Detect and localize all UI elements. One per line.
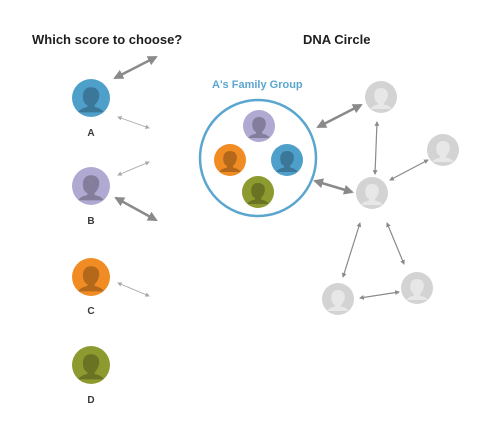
dna-member-hub xyxy=(356,177,388,209)
person-b-label: B xyxy=(87,216,95,227)
arrow-b-weak xyxy=(117,161,150,176)
link-group-top xyxy=(316,103,363,129)
person-d-label: D xyxy=(87,395,95,406)
arrow-b-strong xyxy=(114,196,158,222)
group-member-d xyxy=(242,176,274,208)
link-hub-bottomright xyxy=(386,222,405,265)
person-c xyxy=(72,258,110,296)
person-a xyxy=(72,79,110,117)
link-hub-right xyxy=(389,159,429,181)
right-heading: DNA Circle xyxy=(303,32,371,47)
link-hub-bottomleft xyxy=(341,222,362,278)
link-top-hub xyxy=(372,121,380,175)
comparison-arrows xyxy=(113,55,158,297)
left-heading: Which score to choose? xyxy=(32,32,183,47)
person-c-label: C xyxy=(87,306,95,317)
dna-member-bottomright xyxy=(401,272,433,304)
link-group-hub xyxy=(313,178,354,195)
arrow-a-weak xyxy=(117,116,150,129)
family-group-title: A's Family Group xyxy=(212,79,303,91)
group-member-b xyxy=(243,110,275,142)
group-member-a xyxy=(271,144,303,176)
person-d xyxy=(72,346,110,384)
family-group-ring xyxy=(198,98,318,218)
person-b xyxy=(72,167,110,205)
dna-member-top xyxy=(365,81,397,113)
link-bottomleft-bottomright xyxy=(359,290,400,300)
arrow-c-weak xyxy=(117,282,150,297)
arrow-a-strong xyxy=(113,55,158,80)
dna-member-right xyxy=(427,134,459,166)
group-member-c xyxy=(214,144,246,176)
person-a-label: A xyxy=(87,128,95,139)
dna-member-bottomleft xyxy=(322,283,354,315)
dna-circle-links xyxy=(313,103,429,300)
